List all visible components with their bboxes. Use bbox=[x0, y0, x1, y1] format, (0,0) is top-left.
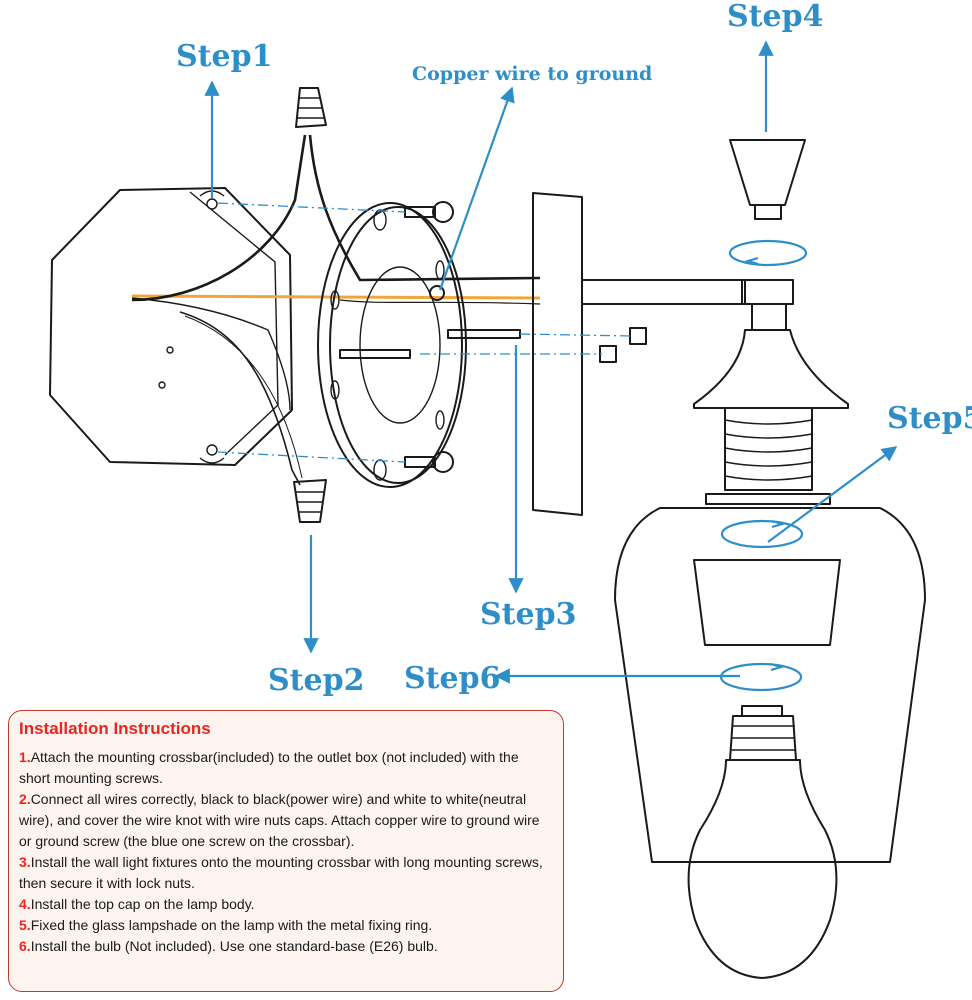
top-cap bbox=[729, 139, 806, 220]
step3-label: Step3 bbox=[480, 597, 576, 632]
wires bbox=[131, 134, 541, 486]
instruction-item: 1.Attach the mounting crossbar(included)… bbox=[19, 747, 553, 789]
alignment-lines bbox=[217, 202, 633, 463]
instruction-number: 1. bbox=[19, 749, 31, 765]
instruction-item: 2.Connect all wires correctly, black to … bbox=[19, 789, 553, 852]
instruction-item: 3.Install the wall light fixtures onto t… bbox=[19, 852, 553, 894]
bulb bbox=[687, 705, 838, 979]
lamp-holder bbox=[693, 329, 849, 505]
instructions-title: Installation Instructions bbox=[19, 719, 211, 738]
lock-nut-2 bbox=[599, 345, 617, 363]
instructions-list: 1.Attach the mounting crossbar(included)… bbox=[19, 747, 553, 957]
instruction-number: 4. bbox=[19, 896, 31, 912]
instruction-text: Connect all wires correctly, black to bl… bbox=[19, 791, 540, 849]
instruction-number: 5. bbox=[19, 917, 31, 933]
wall-plate bbox=[532, 192, 583, 516]
instructions-panel: Installation Instructions 1.Attach the m… bbox=[8, 710, 564, 992]
instruction-item: 4.Install the top cap on the lamp body. bbox=[19, 894, 553, 915]
instruction-item: 5.Fixed the glass lampshade on the lamp … bbox=[19, 915, 553, 936]
step5-label: Step5 bbox=[887, 401, 972, 436]
instruction-number: 3. bbox=[19, 854, 31, 870]
step4-label: Step4 bbox=[727, 0, 823, 34]
copper-wire-label: Copper wire to ground bbox=[412, 63, 652, 85]
mounting-crossbar bbox=[317, 202, 521, 488]
fixture-arm bbox=[581, 279, 794, 331]
step1-label: Step1 bbox=[176, 39, 272, 74]
instruction-number: 2. bbox=[19, 791, 31, 807]
step2-label: Step2 bbox=[268, 663, 364, 698]
instruction-text: Attach the mounting crossbar(included) t… bbox=[19, 749, 519, 786]
instruction-text: Fixed the glass lampshade on the lamp wi… bbox=[30, 917, 433, 933]
outlet-box bbox=[49, 187, 293, 466]
rotation-indicator-cap bbox=[728, 239, 808, 267]
instruction-text: Install the wall light fixtures onto the… bbox=[19, 854, 543, 891]
step6-label: Step6 bbox=[404, 661, 500, 696]
wire-nut-top bbox=[295, 87, 327, 128]
wire-nut-bottom bbox=[293, 479, 327, 523]
instruction-text: Install the top cap on the lamp body. bbox=[30, 896, 255, 912]
instruction-number: 6. bbox=[19, 938, 31, 954]
instruction-text: Install the bulb (Not included). Use one… bbox=[30, 938, 438, 954]
lock-nut-1 bbox=[629, 327, 647, 345]
copper-wire-arrow bbox=[438, 86, 515, 291]
step5-arrow bbox=[767, 446, 898, 543]
rotation-indicator-ring bbox=[720, 519, 804, 549]
instruction-item: 6.Install the bulb (Not included). Use o… bbox=[19, 936, 553, 957]
glass-lampshade bbox=[614, 507, 926, 863]
short-screw-top bbox=[404, 201, 454, 223]
